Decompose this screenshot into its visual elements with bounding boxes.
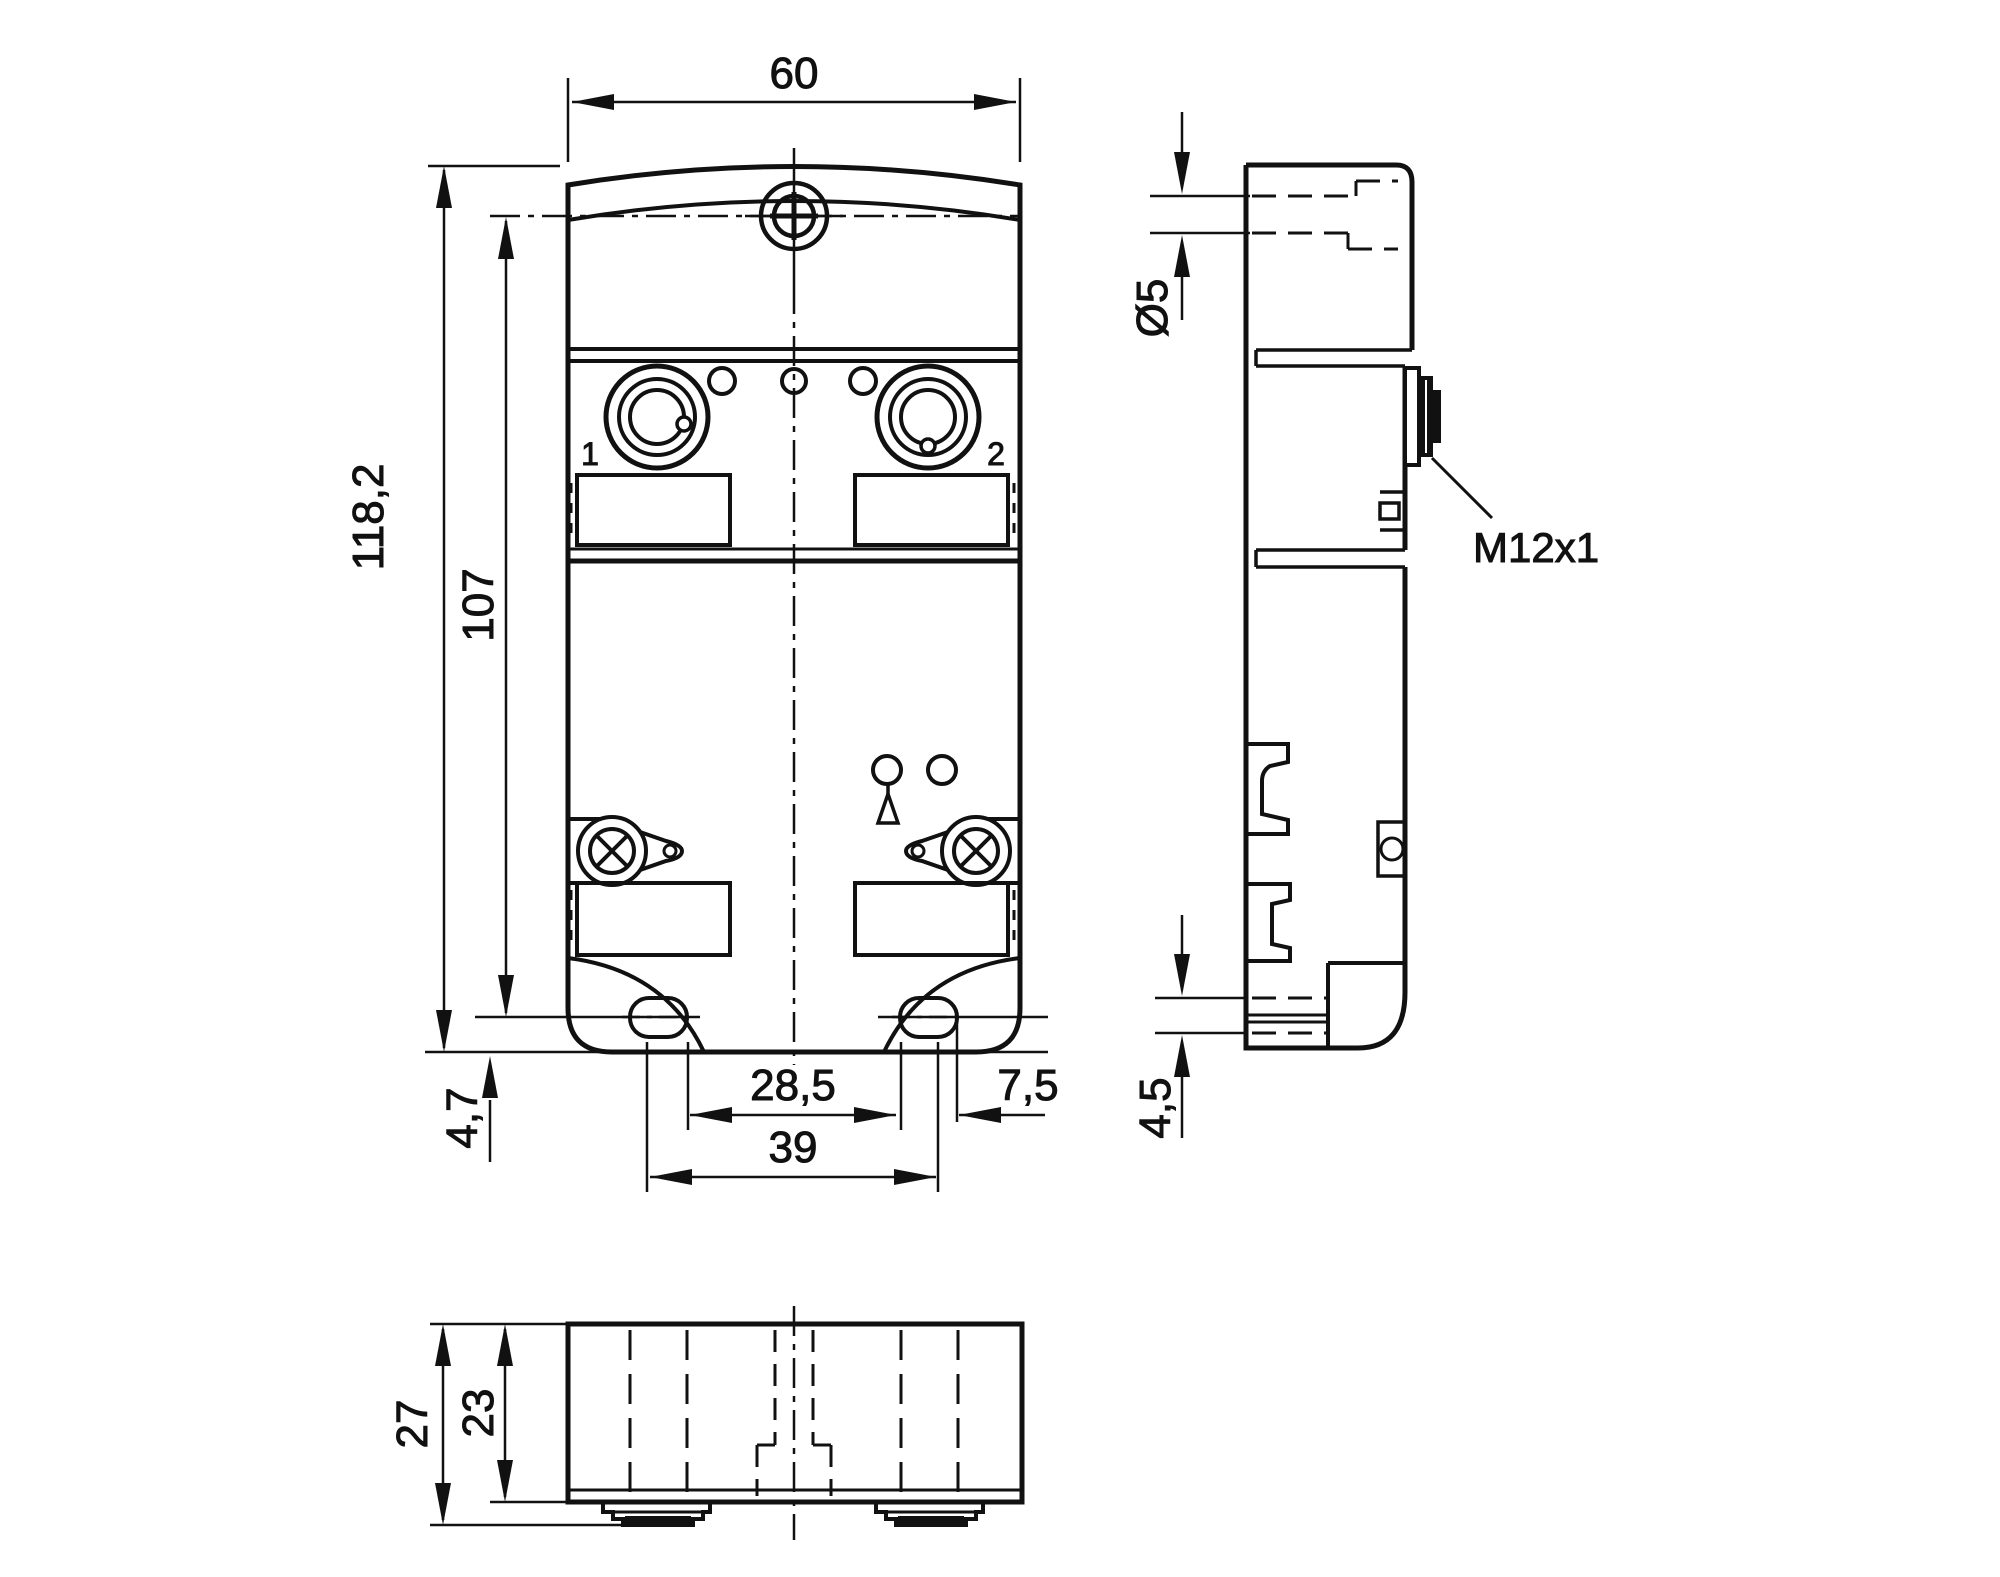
led-socket2-icon (848, 366, 878, 396)
foot-curve-right (882, 956, 1021, 1053)
label-plate-lower-left (575, 881, 732, 957)
dim-label-23: 23 (454, 1389, 503, 1438)
dim-label-7-5: 7,5 (997, 1061, 1058, 1110)
dim-base-4-5: 4,5 (1131, 915, 1246, 1139)
dim-slot-width-7-5: 7,5 (959, 1061, 1059, 1123)
status-led-1-icon (871, 754, 903, 786)
triangle-marker-icon (875, 784, 901, 825)
bottom-hidden-channel (755, 1330, 833, 1496)
center-hole-icon (780, 367, 808, 395)
m12-thread-callout: M12x1 (1430, 456, 1600, 572)
front-body-outline (565, 164, 1023, 1055)
dim-hole-dia-5: Ø5 (1128, 112, 1250, 338)
m12-socket-1 (603, 363, 737, 471)
port2-label: 2 (987, 436, 1005, 472)
dim-depth-23: 23 (454, 1324, 513, 1502)
label-plate-upper-left (575, 473, 732, 547)
port1-label: 1 (581, 436, 599, 472)
bottom-view (565, 1306, 1025, 1540)
dim-depth-27: 27 (388, 1324, 451, 1525)
addressing-socket-left (568, 815, 685, 887)
m12-socket-2 (848, 363, 982, 471)
front-dimensions: 60 118,2 107 4,7 (344, 49, 1059, 1192)
dim-label-dia5: Ø5 (1128, 279, 1177, 338)
bottom-hidden-lines (628, 1330, 960, 1496)
side-slot-2 (1254, 548, 1405, 569)
dim-label-118-2: 118,2 (344, 464, 393, 571)
side-latch-upper (1378, 490, 1405, 532)
front-view (490, 148, 1023, 1065)
dim-label-4-5: 4,5 (1131, 1077, 1180, 1138)
dim-slot-gap-28-5: 28,5 (690, 1061, 896, 1123)
m12-thread-label: M12x1 (1473, 524, 1599, 571)
side-hook-1 (1246, 742, 1290, 836)
dim-width-60: 60 (566, 49, 1022, 162)
led-socket1-icon (707, 366, 737, 396)
side-dimensions: Ø5 M12x1 4,5 (1128, 112, 1600, 1139)
bottom-boss-right (874, 1502, 985, 1527)
side-view (1243, 162, 1441, 1051)
dim-slot-span-39: 39 (650, 1123, 936, 1185)
dim-height-118-2: 118,2 (344, 164, 1048, 1054)
hidden-screw-hole (1252, 179, 1398, 251)
side-latch-lower (1376, 820, 1407, 878)
side-base-recess (1246, 961, 1404, 1048)
side-slot-1 (1254, 348, 1412, 368)
label-plate-lower-right (853, 881, 1010, 957)
label-plate-upper-right (853, 473, 1010, 547)
dim-label-28-5: 28,5 (750, 1061, 836, 1110)
bottom-boss-left (601, 1502, 712, 1527)
dim-label-60: 60 (770, 49, 819, 98)
foot-curve-left (567, 956, 706, 1053)
side-hook-2 (1246, 882, 1292, 963)
dim-label-107: 107 (454, 568, 503, 641)
dim-height-107: 107 (454, 217, 1048, 1019)
dim-foot-4-7: 4,7 (438, 1056, 498, 1162)
dim-label-39: 39 (769, 1123, 818, 1172)
bottom-dimensions: 27 23 (388, 1322, 640, 1527)
dim-label-4-7: 4,7 (438, 1087, 487, 1148)
dim-label-27: 27 (388, 1400, 437, 1449)
addressing-socket-right (903, 815, 1020, 887)
status-led-2-icon (926, 754, 958, 786)
m12-connector-profile (1403, 366, 1441, 467)
